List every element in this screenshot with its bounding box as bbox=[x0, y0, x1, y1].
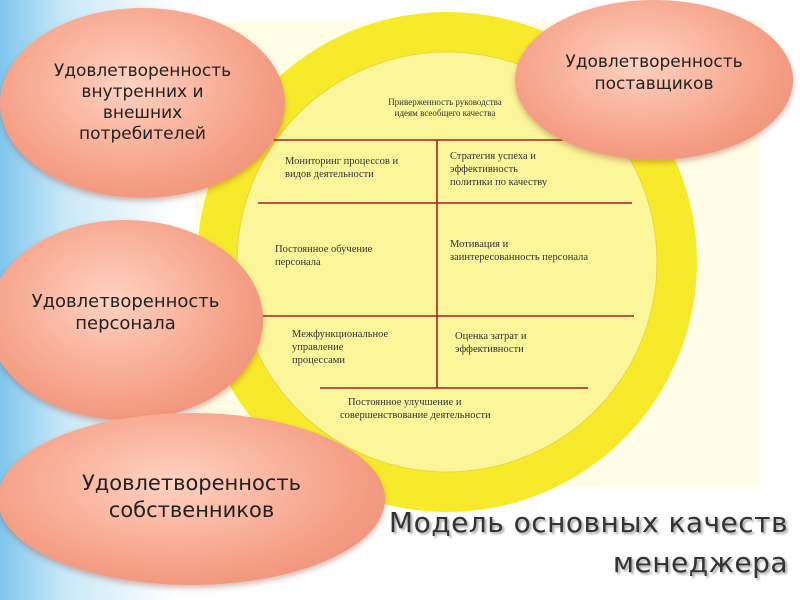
slide-title-line-1: Модель основных качеств bbox=[388, 506, 788, 539]
cell-leadership-commitment: Приверженность руководства идеям всеобще… bbox=[388, 97, 502, 118]
blob-owner-satisfaction-text: Удовлетворенность собственников bbox=[81, 471, 302, 522]
cell-motivation: Мотивация и заинтересованность персонала bbox=[450, 239, 588, 263]
cell-cost-evaluation: Оценка затрат и эффективности bbox=[455, 331, 527, 355]
blob-personnel-satisfaction: Удовлетворенность персонала bbox=[0, 220, 263, 420]
slide-title-line-2: менеджера bbox=[612, 546, 788, 579]
blob-supplier-satisfaction: Удовлетворенность поставщиков bbox=[515, 0, 793, 160]
blob-customer-satisfaction-text: Удовлетворенность внутренних и внешних п… bbox=[53, 61, 232, 144]
cell-cross-functional-management: Межфункциональное управление процессами bbox=[292, 329, 389, 366]
blob-owner-satisfaction: Удовлетворенность собственников bbox=[0, 413, 385, 585]
blob-personnel-satisfaction-text: Удовлетворенность персонала bbox=[31, 290, 220, 334]
cell-continuous-improvement: Постоянное улучшение и совершенствование… bbox=[340, 397, 491, 421]
cell-continuous-training: Постоянное обучение персонала bbox=[275, 244, 373, 268]
blob-supplier-satisfaction-text: Удовлетворенность поставщиков bbox=[565, 52, 743, 94]
cell-success-strategy: Стратегия успеха и эффективность политик… bbox=[450, 151, 548, 188]
cell-process-monitoring: Мониторинг процессов и видов деятельност… bbox=[285, 156, 399, 180]
blob-customer-satisfaction: Удовлетворенность внутренних и внешних п… bbox=[0, 8, 285, 198]
